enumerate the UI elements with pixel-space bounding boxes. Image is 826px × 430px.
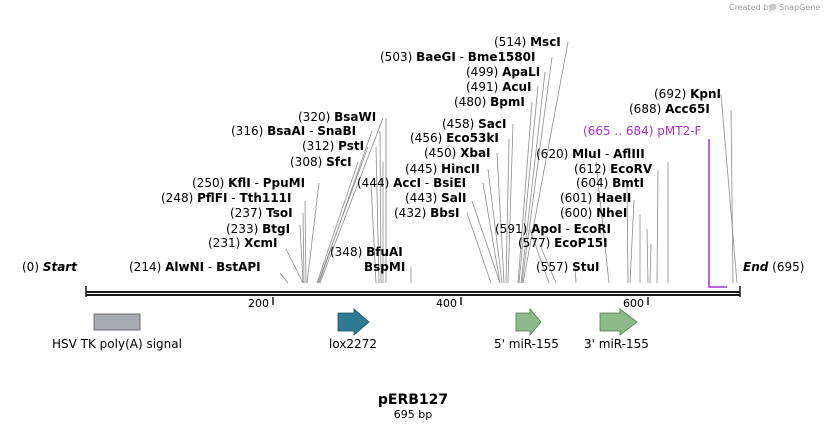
restriction-sites: (214) AlwNI - BstAPI (231) XcmI (233) Bt… (129, 35, 721, 274)
feature-label-3-mir155: 3' miR-155 (584, 337, 649, 351)
primer-arrow (708, 139, 727, 288)
site-nhei: (600) NheI (560, 206, 627, 220)
site-ecop15i: (577) EcoP15I (518, 236, 608, 250)
tick-label-400: 400 (436, 297, 457, 310)
site-bsawi: (320) BsaWI (298, 110, 376, 124)
site-xbai: (450) XbaI (424, 146, 491, 160)
site-alwni: (214) AlwNI - BstAPI (129, 260, 261, 274)
tick-label-600: 600 (623, 297, 644, 310)
site-bsaai: (316) BsaAI - SnaBI (231, 124, 356, 138)
feature-label-lox2272: lox2272 (329, 337, 377, 351)
site-psti: (312) PstI (302, 139, 364, 153)
site-acui: (491) AcuI (466, 80, 532, 94)
site-bbsi: (432) BbsI (394, 206, 459, 220)
credit-brand: SnapGene (779, 3, 820, 12)
tick-label-200: 200 (248, 297, 269, 310)
site-haeii: (601) HaeII (560, 191, 631, 205)
site-xcmi: (231) XcmI (208, 236, 277, 250)
credit-text: Created by (729, 3, 773, 12)
site-kpni: (692) KpnI (654, 87, 721, 101)
site-bmti: (604) BmtI (576, 176, 644, 190)
site-bfuai: (348) BfuAI (330, 245, 403, 259)
lox2272-arrow (337, 308, 370, 336)
end-label: End (695) (743, 260, 804, 274)
site-eco53ki: (456) Eco53kI (410, 131, 499, 145)
site-mlui: (620) MluI - AflIII (536, 147, 645, 161)
hsv-tk-polya-box (93, 313, 141, 331)
site-apoi: (591) ApoI - EcoRI (495, 222, 611, 236)
snapgene-logo-icon (769, 3, 777, 11)
3-mir155-arrow (599, 308, 638, 336)
site-hincii: (445) HincII (405, 162, 480, 176)
site-leaders (279, 41, 738, 284)
site-bspmi: BspMI (364, 260, 405, 274)
primer-label: (665 .. 684) pMT2-F (583, 124, 702, 138)
site-apali: (499) ApaLI (466, 65, 540, 79)
site-sfci: (308) SfcI (290, 155, 352, 169)
start-label: (0) Start (22, 260, 78, 274)
site-ecorv: (612) EcoRV (574, 162, 653, 176)
site-stui: (557) StuI (536, 260, 600, 274)
5-mir155-arrow (515, 307, 542, 337)
site-saci: (458) SacI (442, 117, 506, 131)
site-baegi: (503) BaeGI - Bme1580I (380, 50, 535, 64)
feature-label-hsv-tk: HSV TK poly(A) signal (52, 337, 182, 351)
site-acc65i: (688) Acc65I (629, 102, 710, 116)
site-btgi: (233) BtgI (226, 222, 290, 236)
site-pflfi: (248) PflFI - Tth111I (161, 191, 291, 205)
site-acci: (444) AccI - BsiEI (357, 176, 466, 190)
site-bpmi: (480) BpmI (454, 95, 525, 109)
feature-label-5-mir155: 5' miR-155 (494, 337, 559, 351)
plasmid-name: pERB127 (378, 392, 448, 408)
site-msci: (514) MscI (494, 35, 561, 49)
plasmid-length: 695 bp (394, 408, 432, 421)
site-kfli: (250) KflI - PpuMI (192, 176, 305, 190)
site-tsoi: (237) TsoI (230, 206, 293, 220)
site-sali: (443) SalI (405, 191, 466, 205)
